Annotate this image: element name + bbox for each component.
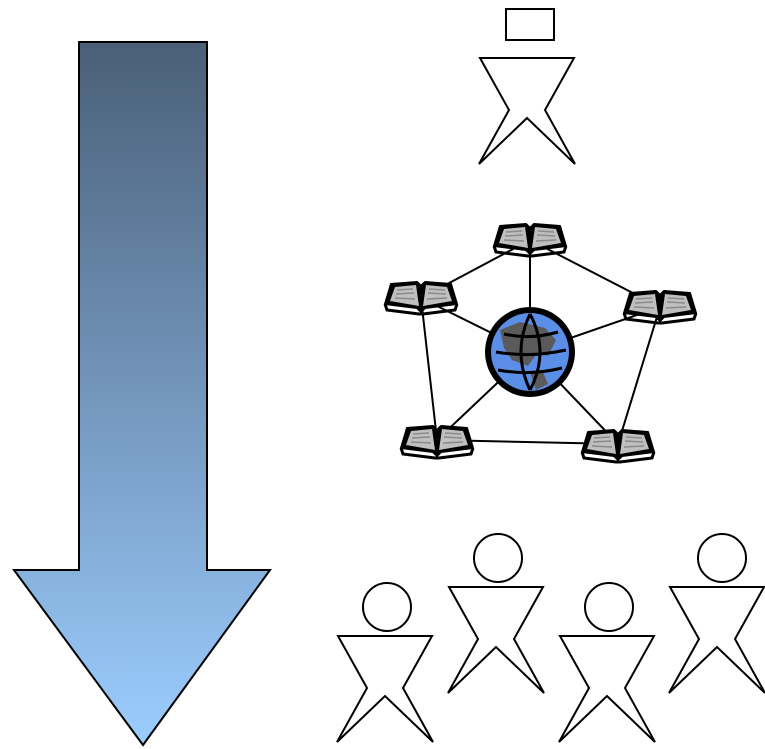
open-book-icon: [492, 222, 568, 258]
open-book-icon: [580, 428, 656, 464]
learner-figure: [668, 533, 765, 694]
circle-head-icon: [473, 533, 523, 583]
circle-head-icon: [584, 582, 634, 632]
learner-figure: [336, 582, 434, 743]
rectangle-head-icon: [505, 8, 555, 41]
globe-icon: [485, 307, 575, 397]
circle-head-icon: [697, 533, 747, 583]
open-book-icon: [622, 289, 698, 325]
circle-head-icon: [362, 582, 412, 632]
open-book-icon: [383, 280, 459, 316]
learner-figure: [447, 533, 545, 694]
down-arrow-icon: [12, 41, 272, 747]
figure-body-icon: [447, 586, 545, 694]
figure-body-icon: [336, 635, 434, 743]
leader-figure: [478, 8, 576, 165]
figure-body-icon: [558, 635, 656, 743]
figure-body-icon: [478, 57, 576, 165]
open-book-icon: [399, 424, 475, 460]
figure-body-icon: [668, 586, 765, 694]
learner-figure: [558, 582, 656, 743]
